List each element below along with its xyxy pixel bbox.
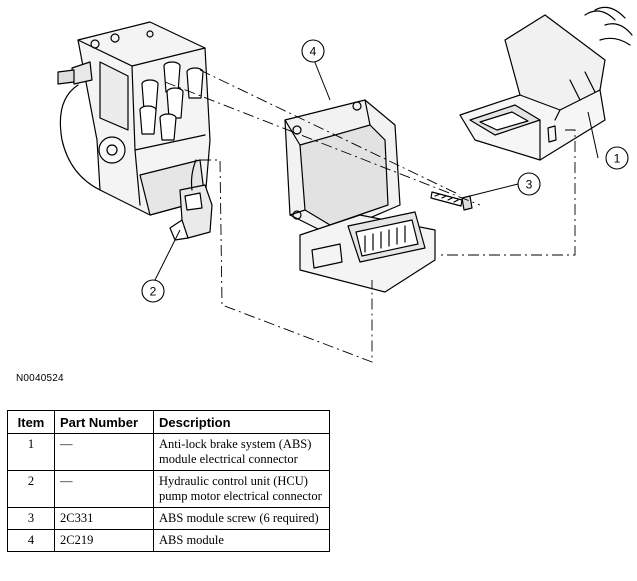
description: Hydraulic control unit (HCU) pump motor … [153,470,330,508]
description: Anti-lock brake system (ABS) module elec… [153,433,330,471]
part-number: 2C331 [54,507,154,530]
exploded-diagram: 4 3 1 2 [57,6,633,363]
figure-id: N0040524 [16,373,64,384]
callout-label: 2 [150,285,157,299]
item-number: 4 [7,529,55,552]
pump-motor-connector [169,159,213,241]
callout-1: 1 [605,146,629,170]
part-number: — [54,470,154,508]
table-row: 1 — Anti-lock brake system (ABS) module … [7,433,330,471]
leader-lines [154,59,599,281]
hcu-block [57,21,211,216]
table-row: 4 2C219 ABS module [7,529,330,552]
callout-label: 3 [526,178,533,192]
header-part-number: Part Number [54,410,154,434]
item-number: 2 [7,470,55,508]
callout-label: 1 [614,152,621,166]
part-number: — [54,433,154,471]
abs-module [284,99,436,293]
table-row: 2 — Hydraulic control unit (HCU) pump mo… [7,470,330,508]
item-number: 1 [7,433,55,471]
callout-label: 4 [310,45,317,59]
header-description: Description [153,410,330,434]
table-header-row: Item Part Number Description [7,410,330,434]
description: ABS module [153,529,330,552]
callout-4: 4 [301,39,325,63]
abs-module-screw [430,191,473,211]
header-item: Item [7,410,55,434]
parts-table: Item Part Number Description 1 — Anti-lo… [7,410,330,552]
alignment-lines [164,69,576,363]
callout-3: 3 [517,172,541,196]
item-number: 3 [7,507,55,530]
abs-module-connector [459,6,633,161]
description: ABS module screw (6 required) [153,507,330,530]
callout-2: 2 [141,279,165,303]
part-number: 2C219 [54,529,154,552]
table-row: 3 2C331 ABS module screw (6 required) [7,507,330,530]
